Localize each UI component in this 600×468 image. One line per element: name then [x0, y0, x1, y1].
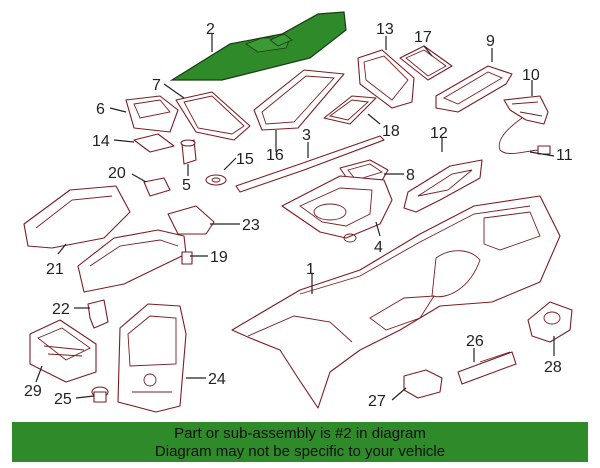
- callout-28[interactable]: 28: [544, 359, 562, 376]
- banner-line-1: Part or sub-assembly is #2 in diagram: [174, 425, 426, 442]
- callout-19[interactable]: 19: [210, 249, 228, 266]
- callout-21[interactable]: 21: [46, 261, 64, 278]
- callout-1[interactable]: 1: [306, 261, 315, 278]
- part-7-tray-mat[interactable]: [175, 91, 251, 141]
- part-18-mat[interactable]: [323, 95, 377, 125]
- callout-22[interactable]: 22: [52, 301, 70, 318]
- part-24-rear-panel[interactable]: [117, 303, 187, 413]
- callout-27[interactable]: 27: [368, 393, 386, 410]
- callout-13[interactable]: 13: [376, 21, 394, 38]
- callout-8[interactable]: 8: [406, 167, 415, 184]
- callout-25[interactable]: 25: [54, 391, 72, 408]
- callout-labels: 2 13 17 9 10 7 6 14 16 18 3 12 15 11 5 2…: [24, 21, 573, 410]
- part-10-bracket[interactable]: [503, 95, 549, 125]
- callout-14[interactable]: 14: [92, 133, 110, 150]
- part-17-tray[interactable]: [399, 45, 453, 81]
- callout-2[interactable]: 2: [206, 21, 215, 38]
- callout-20[interactable]: 20: [108, 165, 126, 182]
- part-13-storage-bin[interactable]: [357, 49, 415, 109]
- part-4-center-frame[interactable]: [281, 175, 393, 243]
- callout-24[interactable]: 24: [208, 371, 226, 388]
- callout-16[interactable]: 16: [266, 147, 284, 164]
- part-26-switch[interactable]: [457, 351, 517, 385]
- info-banner: Part or sub-assembly is #2 in diagram Di…: [12, 422, 588, 462]
- part-19-armrest[interactable]: [77, 229, 193, 293]
- part-15-washer[interactable]: [205, 174, 227, 186]
- part-1-console-body[interactable]: [231, 195, 561, 409]
- callout-17[interactable]: 17: [414, 29, 432, 46]
- part-3-trim-strip[interactable]: [235, 135, 385, 193]
- part-16-mat[interactable]: [253, 69, 345, 131]
- part-28-gear-selector[interactable]: [527, 301, 573, 343]
- part-5-knob[interactable]: [180, 139, 197, 165]
- part-25-clip[interactable]: [91, 386, 109, 403]
- leader-lines: [35, 34, 555, 401]
- part-21-armrest-lid[interactable]: [23, 185, 131, 249]
- banner-line-2: Diagram may not be specific to your vehi…: [154, 443, 446, 460]
- part-12-shifter-surround[interactable]: [403, 159, 483, 213]
- callout-15[interactable]: 15: [236, 151, 254, 168]
- part-22-bracket[interactable]: [87, 299, 109, 329]
- part-9-switch-panel[interactable]: [435, 65, 513, 113]
- part-14-pad[interactable]: [133, 133, 175, 153]
- callout-3[interactable]: 3: [302, 127, 311, 144]
- callout-12[interactable]: 12: [430, 125, 448, 142]
- callout-6[interactable]: 6: [96, 101, 105, 118]
- part-6-cup-insert[interactable]: [125, 95, 179, 133]
- part-2-trim-panel[interactable]: [169, 11, 347, 81]
- part-27-switch-block[interactable]: [403, 369, 443, 399]
- callout-23[interactable]: 23: [242, 217, 260, 234]
- callout-26[interactable]: 26: [466, 333, 484, 350]
- callout-9[interactable]: 9: [486, 33, 495, 50]
- callout-5[interactable]: 5: [182, 177, 191, 194]
- callout-7[interactable]: 7: [152, 77, 161, 94]
- callout-10[interactable]: 10: [522, 67, 540, 84]
- callout-18[interactable]: 18: [382, 123, 400, 140]
- part-23-plate[interactable]: [167, 205, 215, 235]
- part-20-block[interactable]: [143, 177, 171, 197]
- callout-11[interactable]: 11: [556, 147, 573, 164]
- callout-4[interactable]: 4: [374, 239, 383, 256]
- part-29-rear-vent[interactable]: [29, 319, 97, 383]
- callout-29[interactable]: 29: [24, 383, 42, 400]
